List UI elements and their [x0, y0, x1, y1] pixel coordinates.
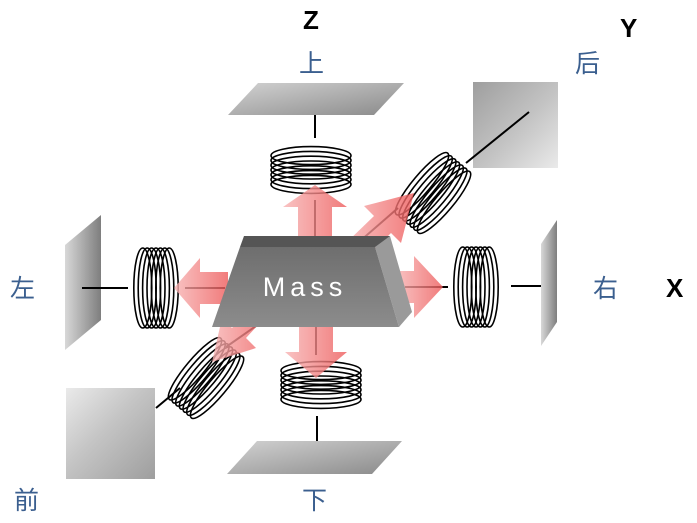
spring-coil — [470, 246, 491, 328]
direction-label-right: 右 — [593, 274, 618, 303]
mounting-plate-icon — [228, 83, 404, 115]
coil-spring-icon — [452, 246, 500, 328]
mounting-plate-icon — [227, 441, 402, 474]
spring-coil — [155, 247, 175, 329]
spring-coil — [270, 145, 352, 166]
spring-coil — [405, 161, 461, 225]
spring-coil — [185, 352, 241, 417]
spring-coil — [270, 165, 352, 185]
mass-side-face — [375, 236, 412, 327]
mounting-plate-icon — [541, 220, 557, 346]
coil-spring-icon — [133, 145, 500, 420]
spring-coil — [189, 355, 245, 420]
direction-label-up: 上 — [299, 49, 324, 78]
force-arrow-icon — [174, 258, 228, 318]
direction-label-front: 前 — [14, 486, 39, 515]
axis-label-z: Z — [303, 5, 319, 35]
mounting-plate-icon — [473, 82, 558, 168]
mass-front-face — [212, 247, 399, 327]
spring-coil — [150, 247, 171, 329]
spring-coil — [466, 246, 486, 328]
spring-coil — [280, 375, 362, 395]
spring-coil — [270, 150, 352, 171]
coil-spring-icon — [270, 145, 352, 195]
spring-coil — [474, 246, 495, 328]
direction-label-down: 下 — [302, 486, 327, 515]
spring-coil — [416, 170, 472, 235]
force-arrow-icon — [283, 185, 347, 245]
axis-label-x: X — [666, 273, 684, 303]
direction-label-left: 左 — [10, 274, 35, 303]
spring-coil — [270, 155, 352, 175]
axis-label-y: Y — [620, 13, 637, 43]
coil-spring-icon — [280, 360, 362, 410]
mounting-plate-icon — [65, 215, 101, 350]
direction-label-back: 后 — [575, 49, 600, 78]
mounting-plate-icon — [66, 388, 155, 479]
spring-coil — [146, 247, 166, 329]
rod — [465, 111, 530, 164]
mass-label: Mass — [263, 272, 348, 302]
spring-coil — [280, 384, 362, 405]
spring-coil — [270, 160, 352, 180]
proof-mass — [212, 236, 412, 327]
spring-coil — [412, 167, 468, 232]
mass-top-face — [240, 236, 390, 247]
spring-coil — [479, 246, 500, 328]
force-arrow-icon — [285, 322, 347, 378]
spring-coil — [280, 389, 362, 410]
coil-spring-icon — [133, 247, 179, 329]
spring-coil — [409, 164, 465, 229]
spring-coil — [280, 379, 362, 400]
